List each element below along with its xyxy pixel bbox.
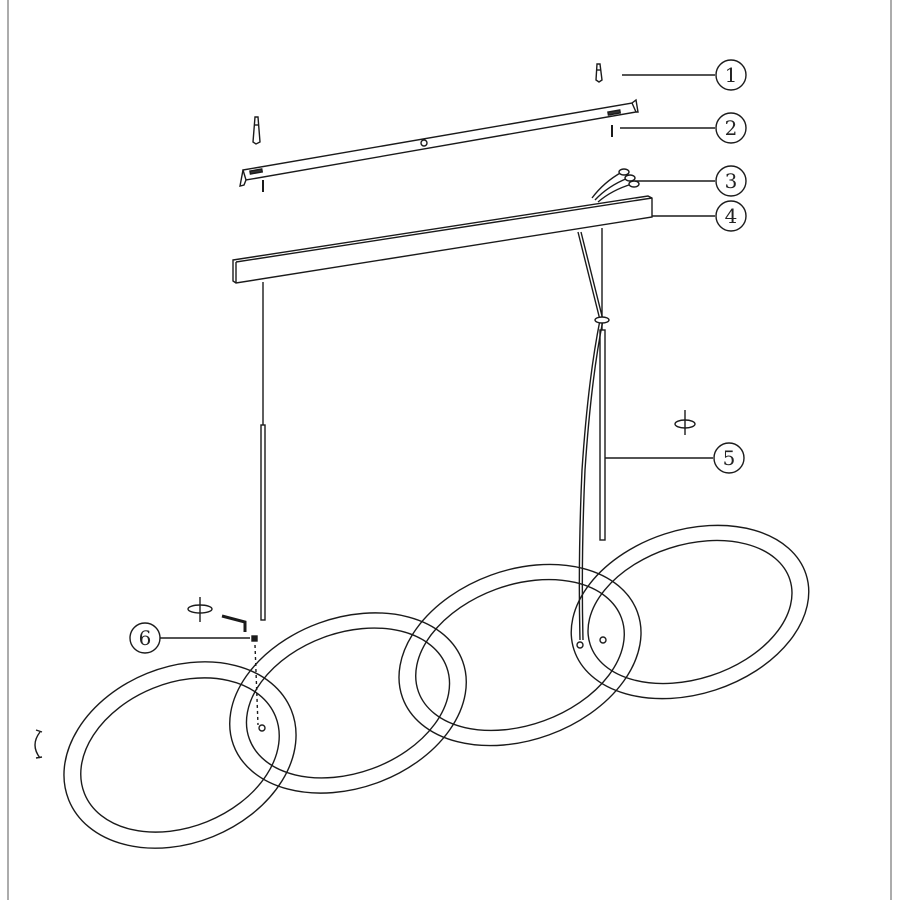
callout-circle-2	[715, 112, 747, 144]
callout-2: 2	[725, 116, 738, 140]
callout-circle-3	[715, 165, 747, 197]
callout-5: 5	[723, 446, 736, 470]
ring-clip-icon	[34, 729, 43, 759]
ring-3	[398, 563, 642, 747]
rotate-icon-right	[674, 410, 696, 435]
callout-circle-1	[715, 59, 747, 91]
ring-2	[229, 612, 467, 794]
hex-key	[221, 614, 247, 632]
ring-mount-hole	[258, 724, 266, 732]
callout-circle-4	[715, 200, 747, 232]
screw-guide-line	[254, 644, 259, 726]
rotate-icon-left	[187, 597, 213, 622]
suspension-cable-right	[577, 228, 610, 641]
suspension-cable-left	[260, 282, 266, 621]
callout-6: 6	[139, 626, 152, 650]
callout-circle-5	[713, 442, 745, 474]
callout-circle-6	[129, 622, 161, 654]
mounting-bracket	[239, 98, 639, 192]
wire-connectors	[591, 168, 640, 203]
ring-4	[570, 524, 810, 700]
callout-3: 3	[725, 169, 738, 193]
wall-plug-left	[252, 116, 261, 145]
wall-plug-right	[595, 63, 603, 83]
set-screw	[251, 635, 258, 642]
callout-1: 1	[725, 63, 738, 87]
callout-4: 4	[725, 204, 738, 228]
ring-1	[63, 661, 297, 849]
canopy-bar	[232, 195, 653, 284]
